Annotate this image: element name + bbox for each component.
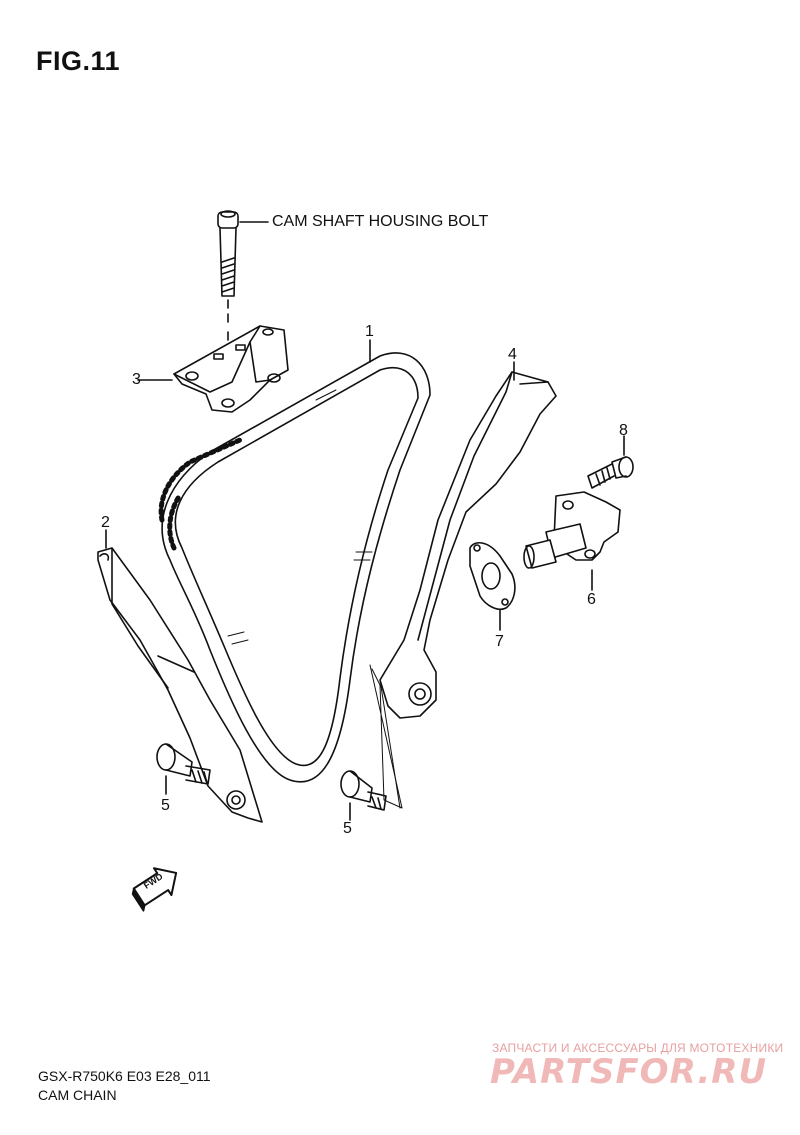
part-3-bracket-drawing [137,325,289,413]
fwd-arrow-shape [131,867,178,912]
label-part-6: 6 [587,591,596,608]
part-5a-guide-bolt-drawing [156,743,211,795]
label-part-5a: 5 [161,797,170,814]
part-7-gasket-drawing [469,541,516,631]
label-cam-shaft-housing-bolt: CAM SHAFT HOUSING BOLT [272,213,489,230]
part-2-chain-guide-drawing [97,529,263,823]
label-part-4: 4 [508,346,517,363]
part-5b-guide-bolt-drawing [340,770,387,821]
footer-section-name: CAM CHAIN [38,1087,117,1103]
label-part-3: 3 [132,371,141,388]
centre-lines [369,664,403,809]
part-6-tensioner-adjuster-drawing [523,491,621,591]
footer-model-code: GSX-R750K6 E03 E28_011 [38,1068,211,1084]
label-part-1: 1 [365,323,374,340]
part-1-cam-chain-drawing [158,339,431,783]
cam-shaft-housing-bolt-drawing [217,210,269,346]
label-part-7: 7 [495,633,504,650]
part-4-tensioner-guide-drawing [379,361,557,719]
figure-title: FIG.11 [36,46,121,76]
label-part-5b: 5 [343,820,352,837]
part-8-tensioner-bolt-drawing [587,435,634,489]
label-part-8: 8 [619,422,628,439]
watermark-brand: PARTSFOR.RU [490,1052,768,1092]
watermark-tagline: ЗАПЧАСТИ И АКСЕССУАРЫ ДЛЯ МОТОТЕХНИКИ [492,1041,784,1055]
label-part-2: 2 [101,514,110,531]
